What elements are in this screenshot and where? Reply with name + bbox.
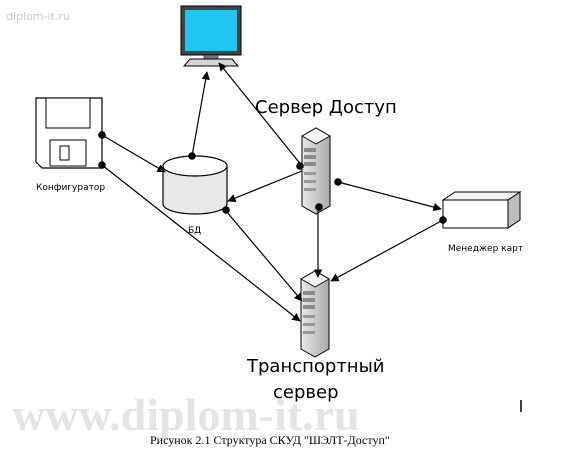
- watermark-top: diplom-it.ru: [6, 10, 70, 23]
- label-db: БД: [188, 226, 201, 236]
- label-transport-line1: Транспортный: [246, 356, 385, 377]
- database-icon: [162, 155, 228, 215]
- server-access-icon: [301, 127, 331, 215]
- edge-db-monitor: [191, 71, 210, 157]
- edge-config-db: [101, 134, 166, 173]
- label-server-access: Сервер Доступ: [255, 97, 397, 118]
- connectors: [101, 62, 444, 322]
- edge-cardmanager-transport: [330, 219, 444, 282]
- label-configurator: Конфигуратор: [36, 183, 105, 193]
- edge-server-cardmanager: [337, 181, 442, 212]
- edge-server-db: [227, 170, 303, 203]
- edge-config-transport: [101, 164, 301, 322]
- label-transport-line2: сервер: [273, 382, 339, 403]
- configurator-icon: [35, 97, 103, 169]
- label-card-manager: Менеджер карт: [448, 244, 523, 254]
- card-manager-icon: [441, 191, 522, 229]
- edge-server-monitor: [218, 62, 303, 167]
- edge-db-transport: [225, 210, 303, 302]
- watermark-big: www.diplom-it.ru: [12, 389, 360, 440]
- monitor-icon: [180, 5, 242, 67]
- figure-caption: Рисунок 2.1 Структура СКУД "ШЭЛТ-Доступ": [150, 433, 390, 447]
- connection-dots: [98, 131, 447, 224]
- transport-server-icon: [300, 270, 330, 358]
